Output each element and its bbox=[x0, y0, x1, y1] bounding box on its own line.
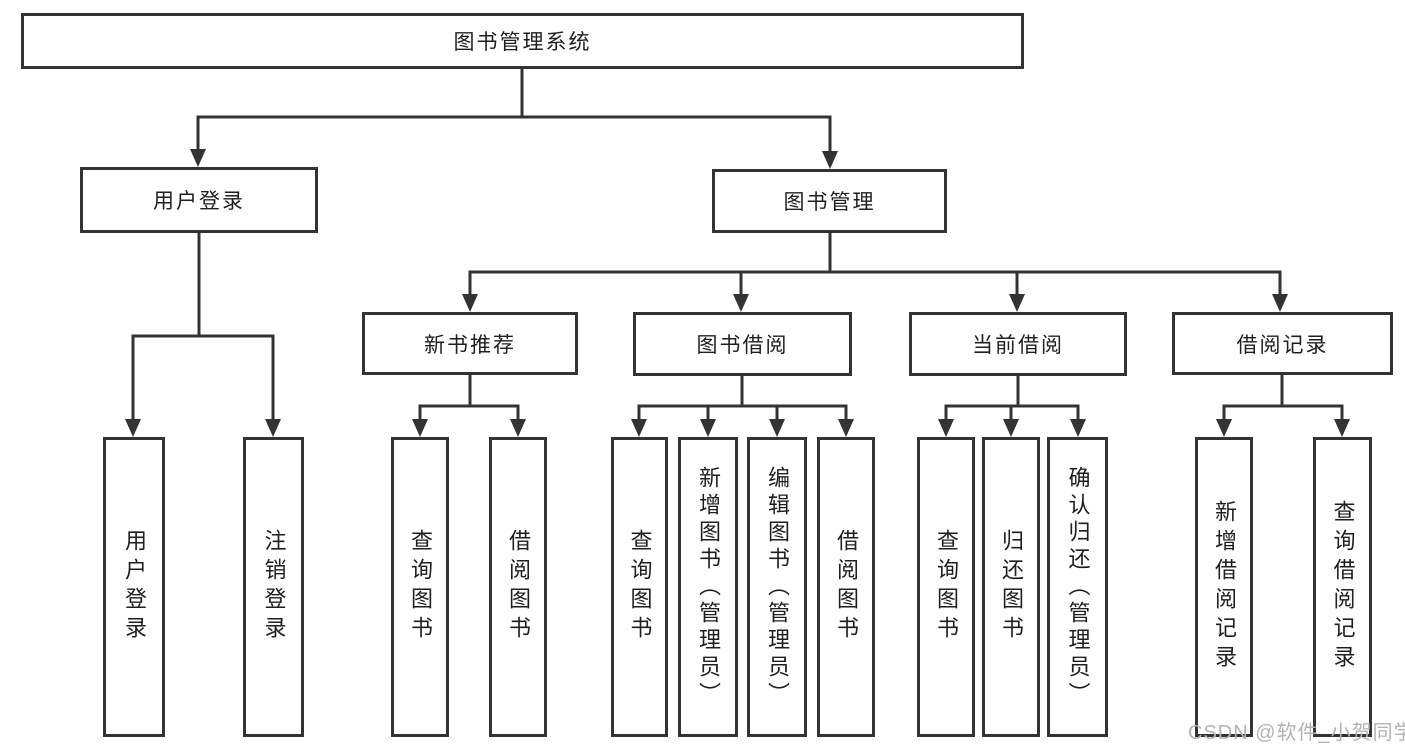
leaf-query-books-rec: 查询图书 bbox=[391, 437, 449, 737]
node-borrowing-records: 借阅记录 bbox=[1172, 312, 1393, 375]
leaf-return-books: 归还图书 bbox=[982, 437, 1040, 737]
leaf-query-borrow-record: 查询借阅记录 bbox=[1313, 437, 1372, 737]
leaf-edit-books-admin: 编辑图书（管理员） bbox=[747, 437, 807, 737]
node-user-login: 用户登录 bbox=[80, 167, 318, 233]
leaf-add-books-admin: 新增图书（管理员） bbox=[678, 437, 738, 737]
leaf-add-borrow-record: 新增借阅记录 bbox=[1195, 437, 1253, 737]
node-library-system: 图书管理系统 bbox=[21, 13, 1024, 69]
node-current-borrowing: 当前借阅 bbox=[909, 312, 1127, 376]
leaf-logout: 注销登录 bbox=[243, 437, 304, 737]
leaf-query-books-current: 查询图书 bbox=[917, 437, 975, 737]
node-new-book-recommendation: 新书推荐 bbox=[362, 312, 578, 375]
leaf-confirm-return-admin: 确认归还（管理员） bbox=[1047, 437, 1108, 737]
leaf-borrow-books: 借阅图书 bbox=[817, 437, 875, 737]
leaf-query-books-borrow: 查询图书 bbox=[611, 437, 668, 737]
leaf-borrow-books-rec: 借阅图书 bbox=[489, 437, 547, 737]
node-book-management: 图书管理 bbox=[712, 169, 947, 233]
node-book-borrowing: 图书借阅 bbox=[633, 312, 852, 376]
csdn-watermark: CSDN @软件_小贺同学 bbox=[1188, 722, 1405, 744]
leaf-user-login: 用户登录 bbox=[103, 437, 165, 737]
